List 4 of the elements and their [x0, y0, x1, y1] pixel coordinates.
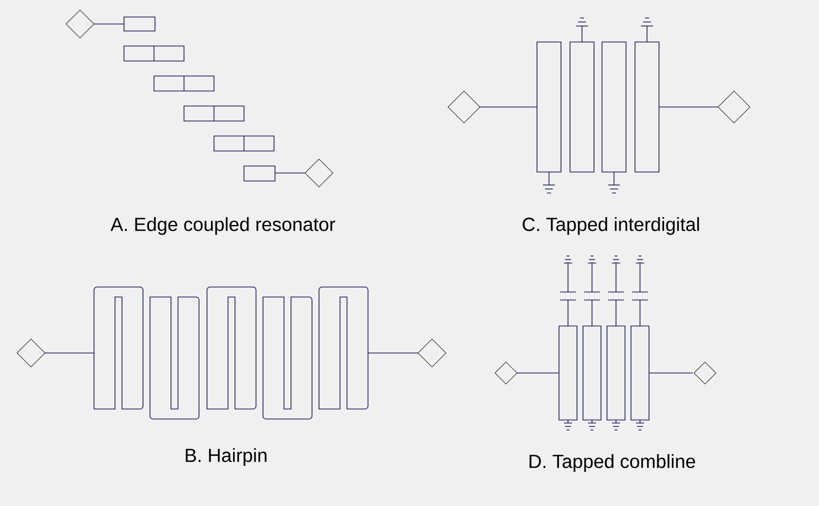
caption: C. Tapped interdigital	[522, 217, 699, 235]
caption: B. Hairpin	[186, 448, 266, 466]
caption: D. Tapped combline	[530, 454, 696, 472]
caption: A. Edge coupled resonator	[110, 217, 336, 235]
